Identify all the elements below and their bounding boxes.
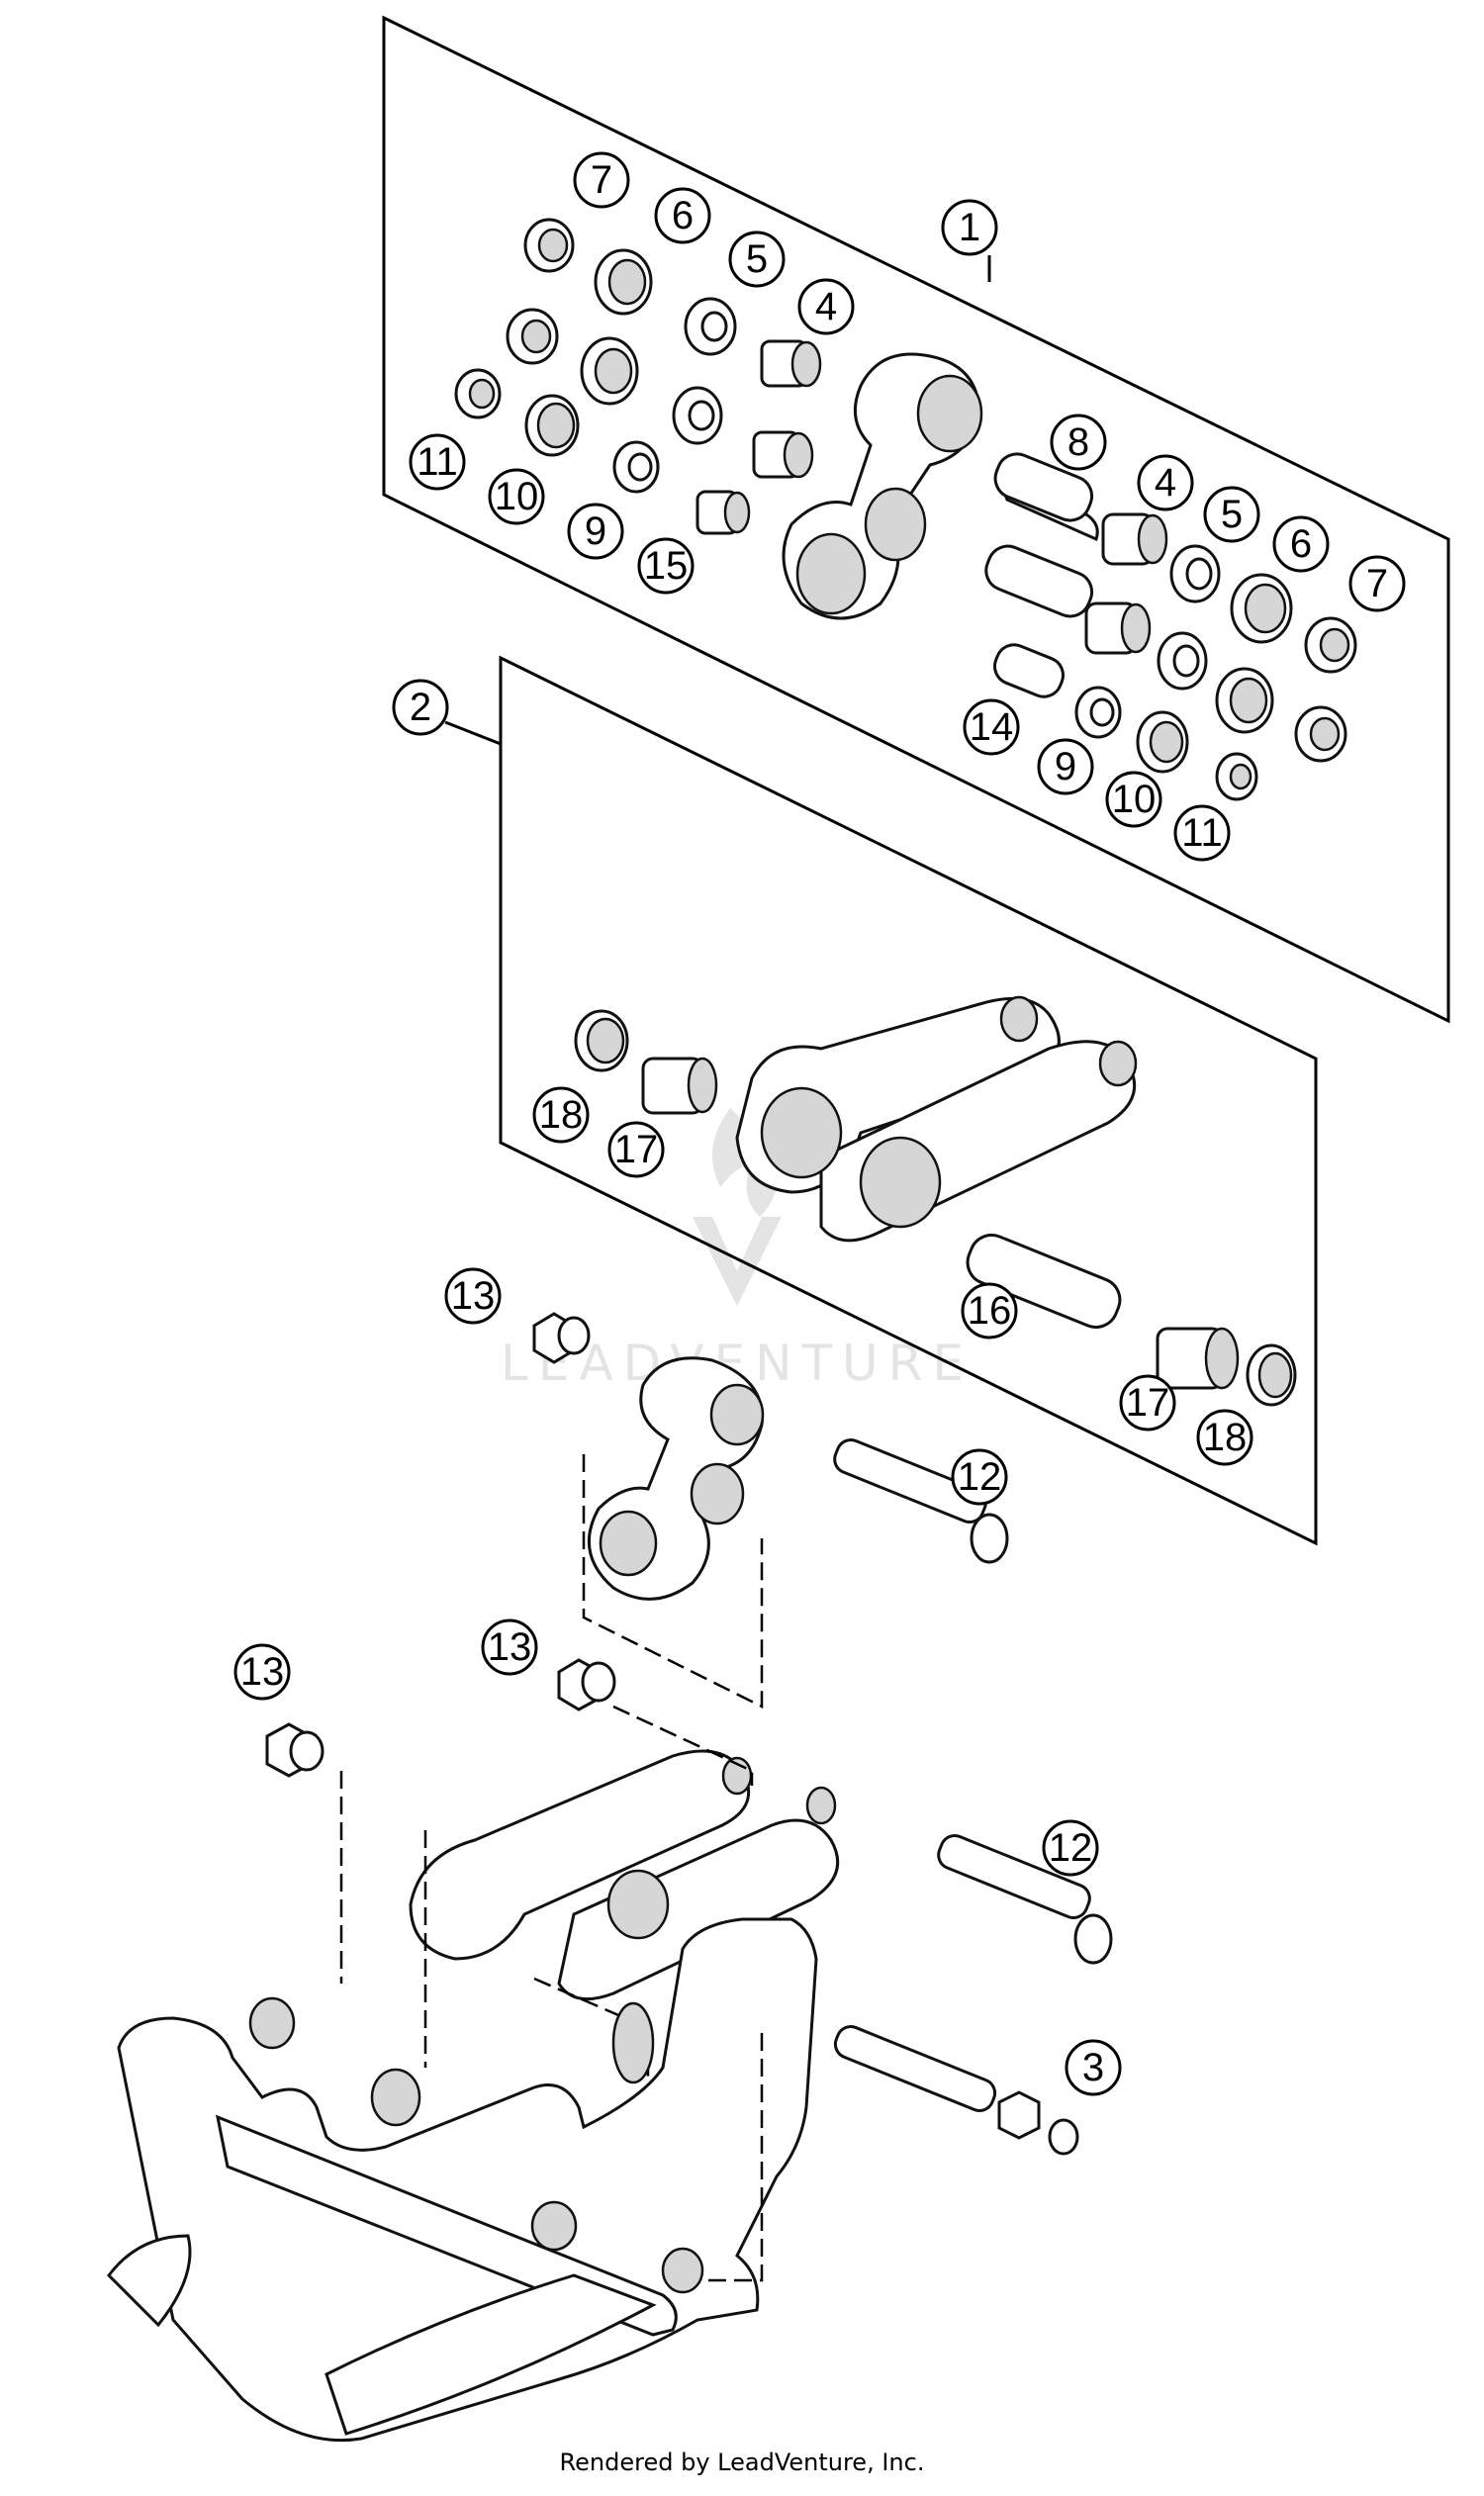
svg-text:1: 1 <box>959 206 980 249</box>
svg-text:4: 4 <box>815 285 837 328</box>
kit-1-right-parts <box>984 452 1357 801</box>
callout-13c[interactable]: 13 <box>233 1643 291 1701</box>
svg-text:11: 11 <box>417 440 458 484</box>
callout-1[interactable]: 1 <box>941 199 998 256</box>
svg-text:17: 17 <box>614 1128 659 1171</box>
callout-5a[interactable]: 5 <box>728 231 786 288</box>
svg-text:13: 13 <box>488 1625 532 1669</box>
callout-10b[interactable]: 10 <box>1105 771 1162 828</box>
callout-14[interactable]: 14 <box>963 698 1020 756</box>
svg-text:4: 4 <box>1155 461 1176 505</box>
svg-text:7: 7 <box>591 158 612 202</box>
callout-6b[interactable]: 6 <box>1272 515 1330 573</box>
svg-text:13: 13 <box>240 1650 285 1694</box>
callout-16[interactable]: 16 <box>961 1282 1018 1340</box>
kit-1-left-parts <box>454 218 822 535</box>
svg-text:17: 17 <box>1126 1381 1170 1425</box>
callout-10a[interactable]: 10 <box>488 468 545 525</box>
svg-text:18: 18 <box>1203 1416 1248 1459</box>
callout-4b[interactable]: 4 <box>1137 454 1194 511</box>
svg-text:9: 9 <box>585 509 606 553</box>
rendered-by-footer: Rendered by LeadVenture, Inc. <box>559 2449 925 2476</box>
callout-7b[interactable]: 7 <box>1348 555 1406 612</box>
svg-text:3: 3 <box>1082 2046 1104 2089</box>
svg-text:15: 15 <box>644 544 689 588</box>
rocker-assembly <box>532 1312 1009 1710</box>
callout-15[interactable]: 15 <box>637 537 695 595</box>
callout-12b[interactable]: 12 <box>1042 1819 1099 1877</box>
callout-7a[interactable]: 7 <box>573 151 630 209</box>
svg-text:6: 6 <box>672 194 694 237</box>
kit-1-panel <box>382 15 1450 1024</box>
svg-text:12: 12 <box>958 1455 1002 1499</box>
svg-text:8: 8 <box>1067 420 1089 464</box>
callout-13b[interactable]: 13 <box>481 1618 538 1676</box>
svg-text:13: 13 <box>451 1274 496 1318</box>
svg-text:11: 11 <box>1181 811 1223 855</box>
svg-text:7: 7 <box>1366 562 1388 605</box>
callout-5b[interactable]: 5 <box>1203 486 1260 543</box>
callout-2[interactable]: 2 <box>392 679 449 736</box>
svg-text:10: 10 <box>1112 778 1157 821</box>
callout-17a[interactable]: 17 <box>607 1121 665 1178</box>
leader-lines <box>444 255 991 746</box>
callout-4a[interactable]: 4 <box>797 278 855 335</box>
callout-8[interactable]: 8 <box>1050 414 1107 471</box>
callout-6a[interactable]: 6 <box>654 187 711 244</box>
kit-2-panel <box>499 655 1318 1546</box>
svg-text:14: 14 <box>970 705 1014 749</box>
callout-13a[interactable]: 13 <box>444 1267 502 1325</box>
svg-text:5: 5 <box>746 237 768 281</box>
callout-3[interactable]: 3 <box>1065 2039 1122 2096</box>
callout-9b[interactable]: 9 <box>1037 738 1094 795</box>
svg-text:16: 16 <box>968 1289 1012 1333</box>
kit-2-parts <box>574 995 1297 1407</box>
callout-11a[interactable]: 11 <box>409 433 466 491</box>
svg-text:2: 2 <box>410 686 431 729</box>
kit-1-rocker <box>782 352 983 620</box>
callout-9a[interactable]: 9 <box>567 503 624 560</box>
callout-17b[interactable]: 17 <box>1119 1374 1176 1432</box>
frame-section <box>107 1917 1079 2443</box>
svg-text:18: 18 <box>539 1093 584 1137</box>
svg-text:12: 12 <box>1049 1826 1093 1870</box>
link-assembly <box>265 1658 1113 2107</box>
svg-text:10: 10 <box>495 475 539 518</box>
callout-11b[interactable]: 11 <box>1173 804 1231 862</box>
callout-12a[interactable]: 12 <box>951 1448 1008 1506</box>
svg-text:9: 9 <box>1055 745 1076 788</box>
svg-text:6: 6 <box>1290 522 1312 566</box>
svg-text:5: 5 <box>1221 493 1243 536</box>
callout-18a[interactable]: 18 <box>532 1086 590 1144</box>
callout-18b[interactable]: 18 <box>1196 1409 1253 1466</box>
